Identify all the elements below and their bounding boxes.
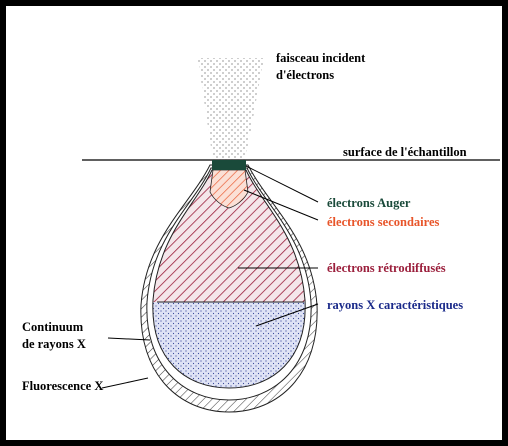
backscattered-label: électrons rétrodiffusés: [327, 261, 446, 275]
surface-label: surface de l'échantillon: [343, 145, 467, 159]
auger-electrons-zone: [212, 160, 246, 170]
electron-beam: [198, 58, 264, 160]
auger-label: électrons Auger: [327, 196, 411, 210]
continuum-label-line1: Continuum: [22, 320, 84, 334]
continuum-label-line2: de rayons X: [22, 337, 86, 351]
secondary-label: électrons secondaires: [327, 215, 440, 229]
characteristic-label: rayons X caractéristiques: [327, 298, 463, 312]
fluorescence-label: Fluorescence X: [22, 379, 103, 393]
beam-label-line2: d'électrons: [276, 68, 334, 82]
beam-label-line1: faisceau incident: [276, 51, 366, 65]
